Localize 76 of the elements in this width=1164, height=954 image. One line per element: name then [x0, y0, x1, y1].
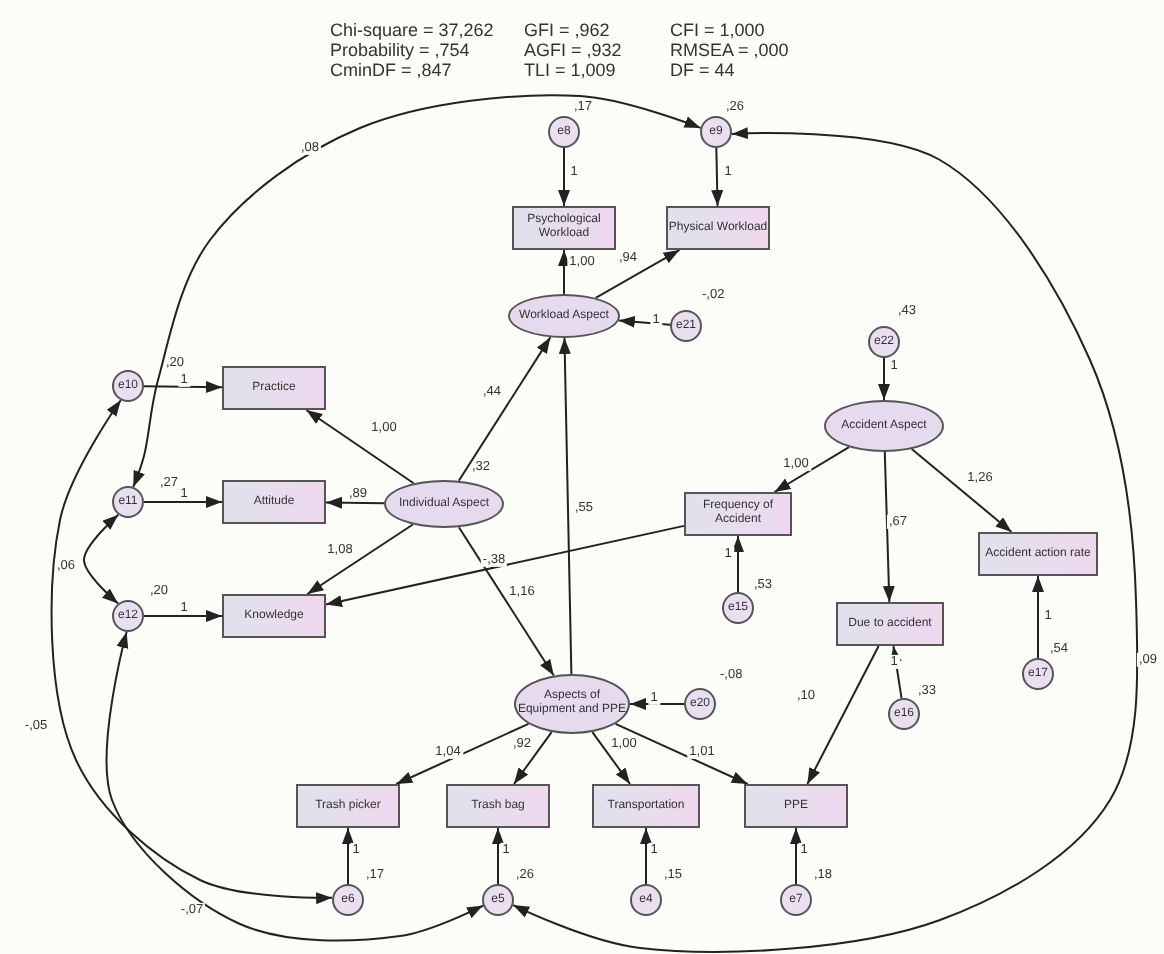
path-arrow: [457, 336, 552, 482]
path-arrow: [143, 381, 223, 394]
error-term-circle: [722, 592, 754, 624]
fit-statistic: GFI = ,962: [524, 20, 610, 40]
covariance-arrow: [50, 399, 334, 905]
path-arrow: [143, 496, 223, 508]
error-term-circle: [112, 600, 144, 632]
path-arrow: [732, 535, 744, 593]
path-arrow: [512, 731, 553, 785]
path-arrow: [143, 610, 223, 622]
fit-statistic: CFI = 1,000: [670, 20, 765, 40]
path-arrow: [305, 409, 415, 485]
observed-variable-box: [592, 784, 700, 828]
observed-variable-box: [684, 492, 792, 536]
covariance-arrow: [83, 513, 120, 605]
error-term-circle: [700, 116, 732, 148]
path-arrow: [878, 357, 890, 401]
error-term-circle: [332, 884, 364, 916]
path-arrow: [594, 249, 681, 299]
path-arrow: [711, 147, 724, 207]
observed-variable-box: [222, 594, 326, 638]
observed-variable-box: [296, 784, 400, 828]
fit-statistic: Chi-square = 37,262: [330, 20, 494, 40]
observed-variable-box: [836, 602, 944, 646]
covariance-arrow: [512, 127, 1139, 953]
error-term-circle: [482, 884, 514, 916]
observed-variable-box: [978, 532, 1098, 576]
error-term-circle: [112, 370, 144, 402]
path-arrow: [306, 523, 414, 595]
fit-statistic: RMSEA = ,000: [670, 40, 789, 60]
path-arrow: [558, 147, 570, 207]
error-term-circle: [868, 326, 900, 358]
observed-variable-box: [222, 366, 326, 410]
error-term-circle: [888, 698, 920, 730]
path-arrow: [773, 446, 850, 493]
error-term-circle: [1022, 658, 1054, 690]
path-arrow: [614, 722, 749, 785]
fit-statistic: DF = 44: [670, 60, 735, 80]
error-term-circle: [670, 310, 702, 342]
path-arrow: [591, 731, 632, 785]
fit-statistic: TLI = 1,009: [524, 60, 616, 80]
path-arrow: [395, 722, 530, 785]
error-term-circle: [684, 688, 716, 720]
path-arrow: [882, 451, 895, 603]
path-arrow: [806, 645, 880, 785]
covariance-arrow: [105, 630, 484, 942]
path-arrow: [617, 315, 672, 328]
error-term-circle: [112, 486, 144, 518]
latent-variable-ellipse: [384, 480, 504, 528]
fit-statistic: CminDF = ,847: [330, 60, 452, 80]
latent-variable-ellipse: [824, 400, 944, 452]
path-arrow: [889, 645, 903, 700]
latent-variable-ellipse: [508, 294, 620, 338]
path-arrow: [325, 524, 685, 607]
fit-statistic: Probability = ,754: [330, 40, 470, 60]
fit-statistic: AGFI = ,932: [524, 40, 622, 60]
error-term-circle: [630, 884, 662, 916]
observed-variable-box: [222, 480, 326, 524]
path-arrow: [558, 249, 570, 295]
observed-variable-box: [744, 784, 848, 828]
path-arrow: [790, 827, 802, 885]
error-term-circle: [548, 116, 580, 148]
path-arrow: [492, 827, 504, 885]
observed-variable-box: [666, 206, 770, 250]
covariance-arrow: [132, 94, 702, 488]
path-arrow: [325, 496, 386, 509]
path-arrow: [558, 337, 573, 675]
path-arrow: [640, 827, 652, 885]
observed-variable-box: [512, 206, 616, 250]
error-term-circle: [780, 884, 812, 916]
path-arrow: [1032, 575, 1044, 659]
latent-variable-ellipse: [514, 674, 630, 734]
observed-variable-box: [446, 784, 550, 828]
path-arrow: [910, 448, 1013, 533]
path-arrow: [342, 827, 354, 885]
path-arrow: [457, 526, 555, 677]
